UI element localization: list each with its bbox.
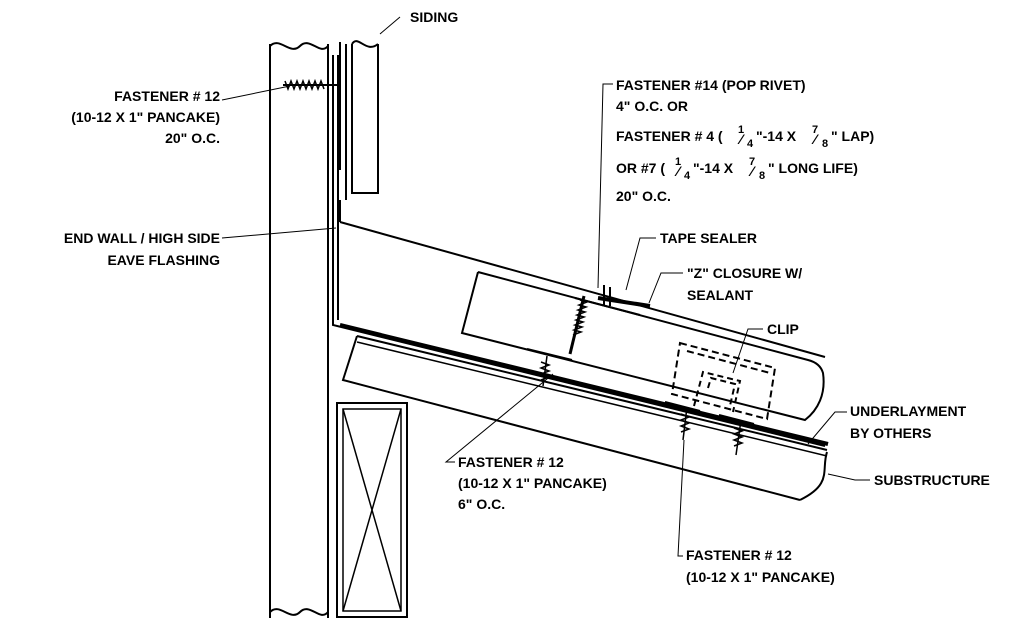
fraction-4-den: 4 xyxy=(747,138,754,150)
fastener-bottom-left xyxy=(664,401,701,441)
label-fastener-top-2: (10-12 X 1" PANCAKE) xyxy=(71,109,220,125)
wood-blocking xyxy=(336,402,408,618)
fastener-bottom-right xyxy=(718,414,755,456)
label-clip: CLIP xyxy=(767,321,799,337)
label-rivet-3b: "-14 X xyxy=(756,128,797,144)
label-substructure: SUBSTRUCTURE xyxy=(874,472,990,488)
fraction-1-num-b: 1 xyxy=(675,156,681,168)
fraction-8-den-b: 8 xyxy=(759,170,765,182)
wall-column xyxy=(269,42,329,618)
clip xyxy=(670,341,777,421)
label-rivet-1: FASTENER #14 (POP RIVET) xyxy=(616,77,806,93)
fraction-4-den-b: 4 xyxy=(684,170,691,182)
label-flashing-1: END WALL / HIGH SIDE xyxy=(64,230,220,246)
label-fastener-mid-1: FASTENER # 12 xyxy=(458,454,564,470)
label-rivet-4b: "-14 X xyxy=(693,160,734,176)
leader-lines xyxy=(221,16,870,557)
label-rivet-4a: OR #7 ( xyxy=(616,160,665,176)
label-rivet-4: OR #7 ( 1 ⁄ 4 "-14 X 7 ⁄ 8 " LONG LIFE) xyxy=(616,156,858,182)
label-fastener-top-3: 20" O.C. xyxy=(165,130,220,146)
label-rivet-3a: FASTENER # 4 ( xyxy=(616,128,723,144)
label-z-closure-1: "Z" CLOSURE W/ xyxy=(687,265,802,281)
eave-flashing xyxy=(332,55,826,447)
fastener-top xyxy=(283,78,339,92)
label-rivet-2: 4" O.C. OR xyxy=(616,98,688,114)
fraction-slash-3: ⁄ xyxy=(674,163,682,179)
fraction-slash-2: ⁄ xyxy=(811,131,819,147)
label-underlayment-1: UNDERLAYMENT xyxy=(850,403,967,419)
pop-rivet xyxy=(568,285,651,355)
fraction-slash-4: ⁄ xyxy=(748,163,756,179)
label-fastener-mid-3: 6" O.C. xyxy=(458,496,505,512)
fraction-1-num: 1 xyxy=(738,124,744,136)
label-rivet-3: FASTENER # 4 ( 1 ⁄ 4 "-14 X 7 ⁄ 8 " LAP) xyxy=(616,124,874,150)
roof-panel-closure xyxy=(460,271,825,422)
fraction-7-num-b: 7 xyxy=(749,156,755,168)
label-rivet-3c: " LAP) xyxy=(831,128,874,144)
label-tape-sealer: TAPE SEALER xyxy=(660,230,757,246)
label-fastener-bot-1: FASTENER # 12 xyxy=(686,547,792,563)
label-rivet-4c: " LONG LIFE) xyxy=(768,160,858,176)
label-z-closure-2: SEALANT xyxy=(687,287,754,303)
fraction-7-num: 7 xyxy=(812,124,818,136)
label-siding: SIDING xyxy=(410,9,458,25)
label-underlayment-2: BY OTHERS xyxy=(850,425,931,441)
label-rivet-5: 20" O.C. xyxy=(616,188,671,204)
label-flashing-2: EAVE FLASHING xyxy=(107,252,220,268)
siding-panel xyxy=(339,40,379,200)
fraction-slash: ⁄ xyxy=(737,131,745,147)
substructure-member xyxy=(339,323,829,501)
label-fastener-mid-2: (10-12 X 1" PANCAKE) xyxy=(458,475,607,491)
label-fastener-top-1: FASTENER # 12 xyxy=(114,88,220,104)
fraction-8-den: 8 xyxy=(822,138,828,150)
label-fastener-bot-2: (10-12 X 1" PANCAKE) xyxy=(686,569,835,585)
